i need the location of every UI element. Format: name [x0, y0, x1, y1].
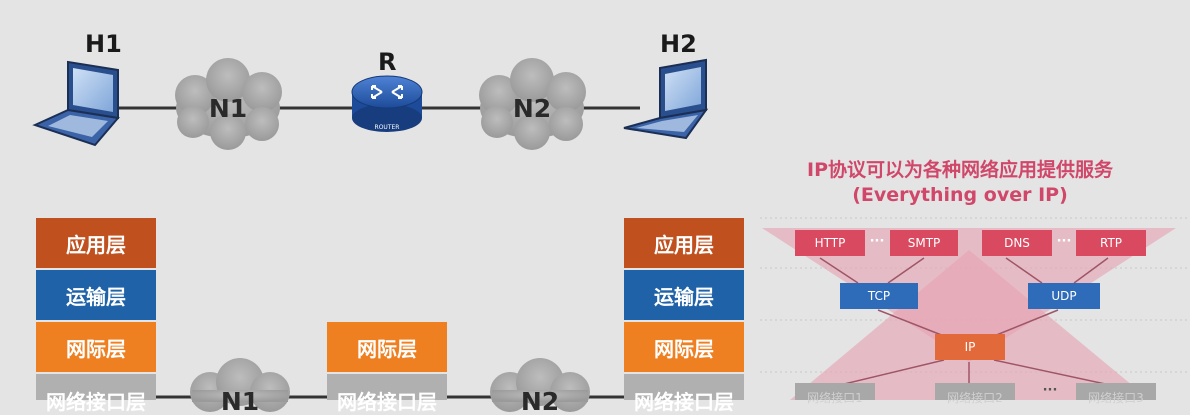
router-icon: ROUTER — [351, 75, 423, 132]
router-brand-text: ROUTER — [375, 124, 400, 131]
netif-dots: ··· — [1042, 383, 1058, 398]
netif-2-box: 网络接口2 — [935, 383, 1015, 405]
app-dots-2: ··· — [1056, 234, 1072, 249]
n2-cloud-icon — [479, 58, 586, 150]
bottom-n2-label: N2 — [521, 387, 559, 415]
h1-laptop-icon — [32, 60, 120, 147]
http-box: HTTP — [795, 230, 865, 256]
right-application-layer: 应用层 — [624, 218, 744, 268]
smtp-box: SMTP — [890, 230, 958, 256]
right-link-layer: 网络接口层 — [624, 374, 744, 414]
app-dots-1: ··· — [869, 234, 885, 249]
bottom-n2-cloud-icon — [490, 358, 590, 412]
netif-3-box: 网络接口3 — [1076, 383, 1156, 405]
ip-box: IP — [935, 334, 1005, 360]
udp-box: UDP — [1028, 283, 1100, 309]
bottom-n1-label: N1 — [221, 387, 259, 415]
left-link-layer: 网络接口层 — [36, 374, 156, 414]
n1-cloud-icon — [175, 58, 282, 150]
router-link-layer: 网络接口层 — [327, 374, 447, 414]
left-internet-layer: 网际层 — [36, 322, 156, 372]
n2-label: N2 — [513, 94, 551, 123]
h2-label: H2 — [660, 30, 697, 58]
h1-label: H1 — [85, 30, 122, 58]
left-transport-layer: 运输层 — [36, 270, 156, 320]
ip-hourglass-bottom — [790, 250, 1150, 400]
ip-panel-subtitle: (Everything over IP) — [852, 184, 1068, 206]
ip-panel-arrows — [819, 257, 1111, 386]
h2-laptop-icon — [623, 58, 709, 140]
rtp-box: RTP — [1076, 230, 1146, 256]
left-application-layer: 应用层 — [36, 218, 156, 268]
right-transport-layer: 运输层 — [624, 270, 744, 320]
router-internet-layer: 网际层 — [327, 322, 447, 372]
bottom-n1-cloud-icon — [190, 358, 290, 412]
r-label: R — [378, 48, 396, 76]
right-internet-layer: 网际层 — [624, 322, 744, 372]
netif-1-box: 网络接口1 — [795, 383, 875, 405]
n1-label: N1 — [209, 94, 247, 123]
ip-panel-title: IP协议可以为各种网络应用提供服务 — [807, 159, 1113, 181]
tcp-box: TCP — [840, 283, 918, 309]
dns-box: DNS — [982, 230, 1052, 256]
